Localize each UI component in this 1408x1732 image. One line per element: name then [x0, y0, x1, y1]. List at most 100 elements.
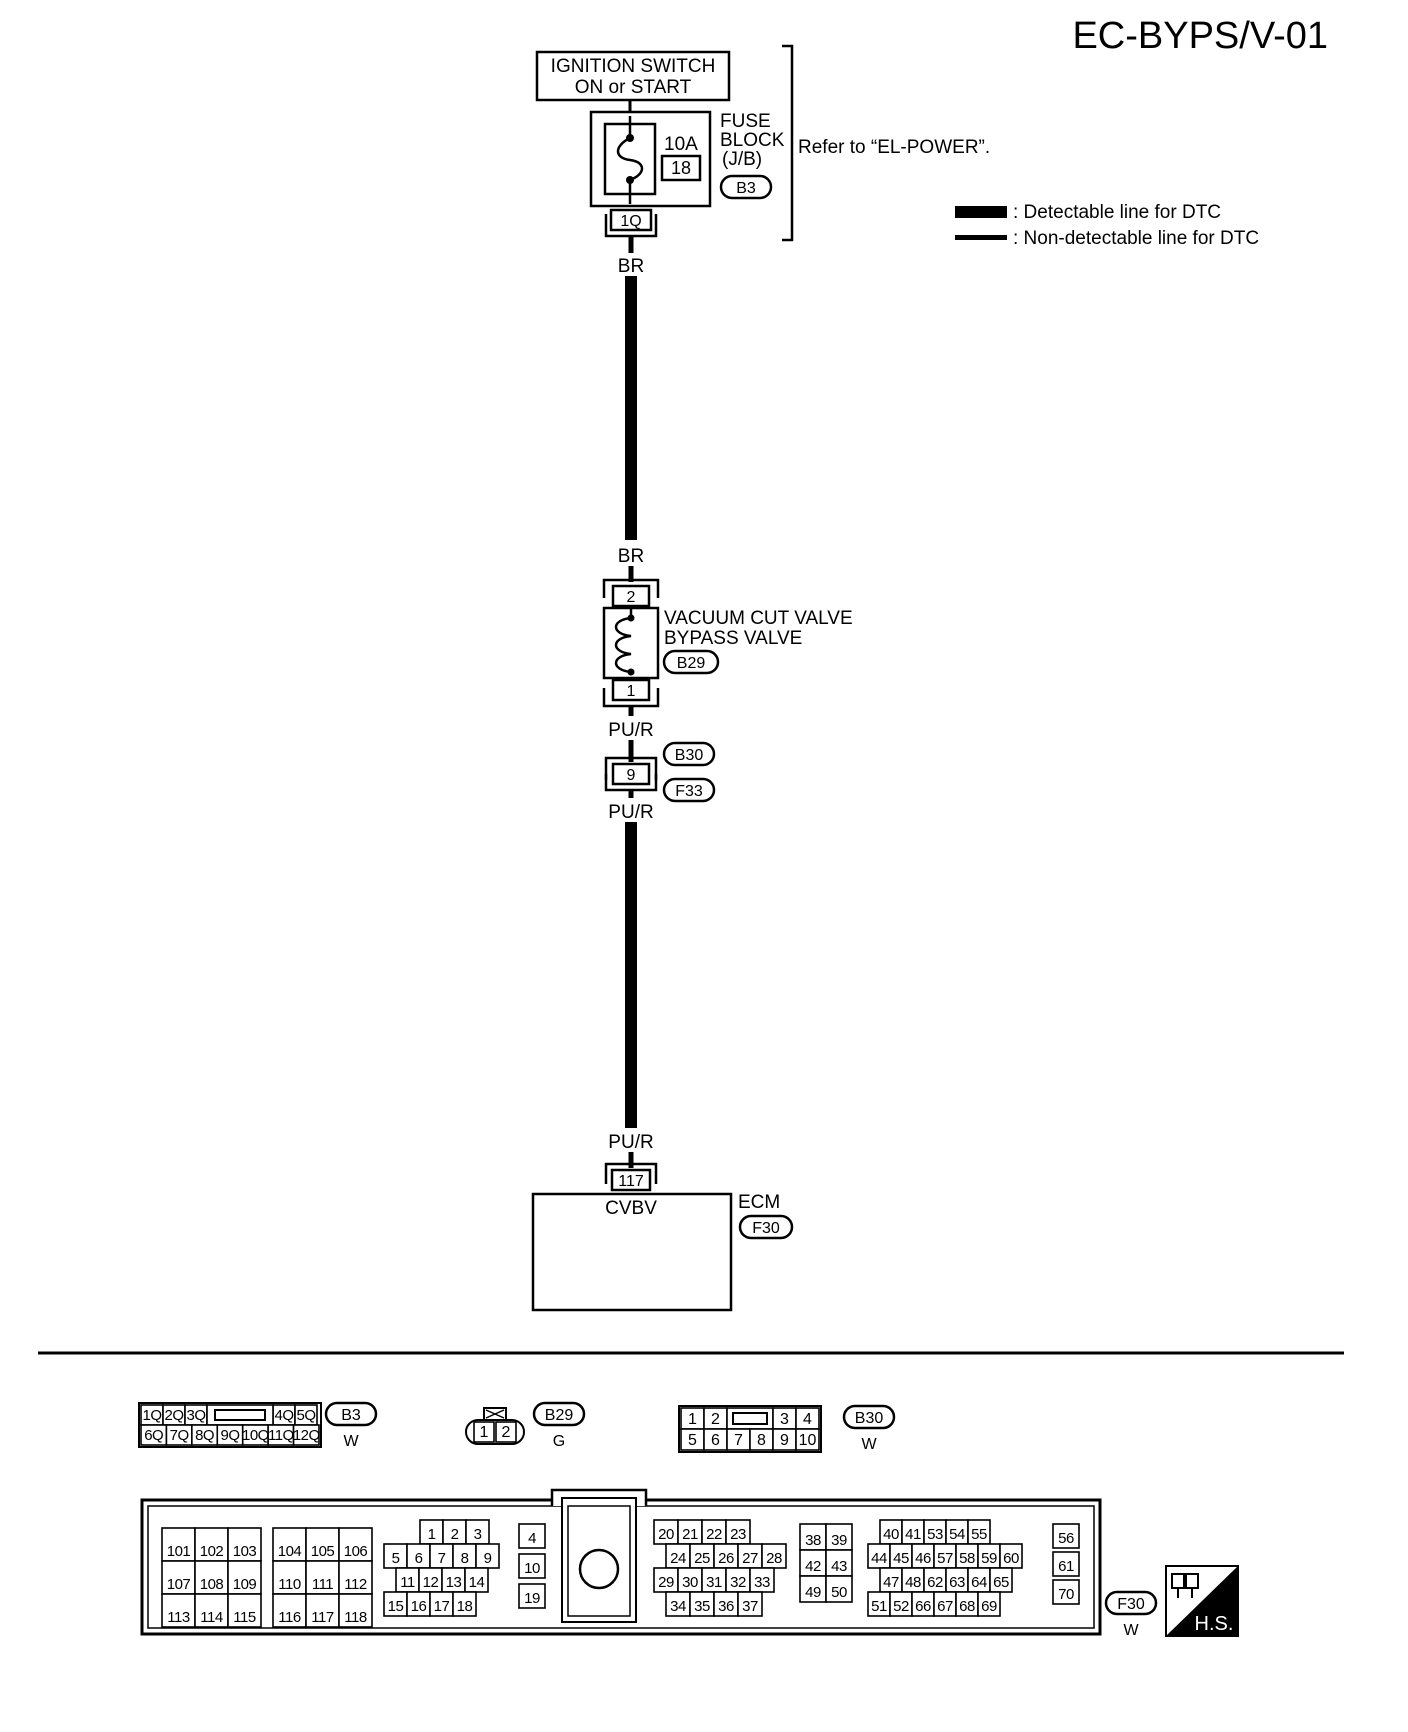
- connector-pin-label: 65: [993, 1574, 1009, 1591]
- connector-pin-label: 34: [670, 1598, 686, 1615]
- hs-badge: H.S.: [1165, 1565, 1239, 1637]
- connector-pin-label: 10Q: [242, 1427, 269, 1444]
- fuse-icon: [616, 116, 644, 204]
- connector-cell: [677, 1519, 703, 1545]
- connector-cell: [452, 1591, 477, 1617]
- ignition-switch-label: IGNITION SWITCH: [551, 56, 716, 77]
- legend-non-detectable-text: : Non-detectable line for DTC: [1013, 228, 1259, 249]
- connector-f30-oval: [1104, 1590, 1158, 1616]
- connector-pin-label: 116: [278, 1609, 301, 1626]
- connector-pin-label: 23: [730, 1526, 746, 1543]
- connector-pin-label: 37: [742, 1598, 758, 1615]
- connector-pin-label: 25: [694, 1550, 710, 1567]
- connector-cell: [473, 1421, 495, 1443]
- connector-pin-label: 10: [799, 1432, 817, 1449]
- connector-pin-label: 58: [959, 1550, 975, 1567]
- connector-pin-label: 52: [893, 1598, 909, 1615]
- wire-color-pur-1: PU/R: [608, 720, 653, 741]
- connector-pin-label: 12Q: [293, 1427, 320, 1444]
- wire-color-pur-3: PU/R: [608, 1132, 653, 1153]
- joint-pin-box: [611, 762, 651, 786]
- connector-pin-label: 7: [734, 1432, 743, 1449]
- connector-cell: [725, 1519, 751, 1545]
- fuse-terminal-box: [609, 208, 653, 232]
- connector-pin-label: 101: [167, 1543, 191, 1560]
- fuse-rating: 10A: [664, 134, 698, 155]
- connector-pin-label: 19: [524, 1590, 540, 1607]
- fuse-number: 18: [671, 158, 691, 178]
- connector-pin-label: 62: [927, 1574, 943, 1591]
- connector-f30-color: W: [1123, 1622, 1139, 1639]
- connector-pin-label: 111: [312, 1576, 333, 1593]
- ecm-connector-oval: [738, 1214, 794, 1240]
- connector-pin-label: 113: [167, 1609, 190, 1626]
- connector-pin-label: 51: [871, 1598, 887, 1615]
- connector-pin-label: 6: [415, 1550, 423, 1567]
- connector-pin-label: 49: [805, 1584, 821, 1601]
- ecm-terminal-box: [610, 1168, 652, 1192]
- legend-non-detectable-swatch: [955, 235, 1007, 240]
- connector-cell: [292, 1424, 320, 1446]
- connector-cell: [227, 1593, 262, 1628]
- connector-pin-label: 61: [1058, 1558, 1074, 1575]
- connector-pin-label: 8: [757, 1432, 766, 1449]
- connector-pin-label: 64: [971, 1574, 987, 1591]
- connector-cell: [1052, 1579, 1080, 1605]
- connector-pin-label: 12: [423, 1574, 439, 1591]
- connector-pin-label: 17: [434, 1598, 450, 1615]
- connector-pin-label: 1Q: [142, 1407, 161, 1424]
- connector-b3-color: W: [343, 1433, 359, 1450]
- legend-detectable-swatch: [955, 206, 1007, 218]
- connector-pin-label: 2: [502, 1424, 511, 1441]
- connector-pin-label: 10: [524, 1560, 540, 1577]
- fuse-block-label-3: (J/B): [722, 149, 762, 170]
- connector-pin-label: 53: [927, 1526, 943, 1543]
- connector-pin-label: 106: [344, 1543, 368, 1560]
- connector-pin-label: 38: [805, 1532, 821, 1549]
- ecm-name: ECM: [738, 1192, 780, 1213]
- valve-name-1: VACUUM CUT VALVE: [664, 608, 853, 629]
- connector-cell: [825, 1523, 853, 1551]
- valve-pin-bottom: 1: [627, 683, 636, 700]
- connector-cell: [795, 1428, 820, 1451]
- connector-pin-label: 24: [670, 1550, 686, 1567]
- connector-pin-label: 105: [311, 1543, 335, 1560]
- page-code: EC-BYPS/V-01: [1072, 15, 1328, 57]
- connector-pin-label: 117: [311, 1609, 334, 1626]
- connector-pin-label: 1: [480, 1424, 489, 1441]
- connector-pin-label: 56: [1058, 1530, 1074, 1547]
- connector-pin-label: 45: [893, 1550, 909, 1567]
- connector-pin-label: 20: [658, 1526, 674, 1543]
- connector-cell: [737, 1591, 763, 1617]
- ecm-connector-id: F30: [752, 1220, 780, 1237]
- valve-connector-oval: [662, 649, 720, 675]
- joint-pin: 9: [627, 767, 636, 784]
- connector-pin-label: 54: [949, 1526, 965, 1543]
- connector-cell: [227, 1560, 262, 1595]
- connector-pin-label: 18: [457, 1598, 473, 1615]
- connector-b30-oval: [842, 1404, 896, 1430]
- fuse-block-label-2: BLOCK: [720, 130, 785, 151]
- connector-pin-label: 30: [682, 1574, 698, 1591]
- fuse-connector-id: B3: [736, 180, 756, 197]
- connector-pin-label: 4: [803, 1411, 812, 1428]
- connector-pin-label: 3: [780, 1411, 789, 1428]
- legend-detectable-text: : Detectable line for DTC: [1013, 202, 1221, 223]
- connector-pin-label: 26: [718, 1550, 734, 1567]
- connector-pin-label: 22: [706, 1526, 722, 1543]
- connector-b3-id: B3: [341, 1407, 361, 1424]
- connector-pin-label: 5Q: [296, 1407, 315, 1424]
- connector-pin-label: 102: [200, 1543, 224, 1560]
- fuse-connector-oval: [719, 174, 773, 200]
- fuse-number-box: [660, 154, 702, 182]
- connector-cell: [825, 1549, 853, 1577]
- connector-pin-label: 47: [883, 1574, 899, 1591]
- connector-pin-label: 1: [428, 1526, 436, 1543]
- connector-pin-label: 68: [959, 1598, 975, 1615]
- joint-connector-top-oval: [662, 741, 716, 767]
- connector-pin-label: 115: [233, 1609, 256, 1626]
- connector-pin-label: 110: [278, 1576, 301, 1593]
